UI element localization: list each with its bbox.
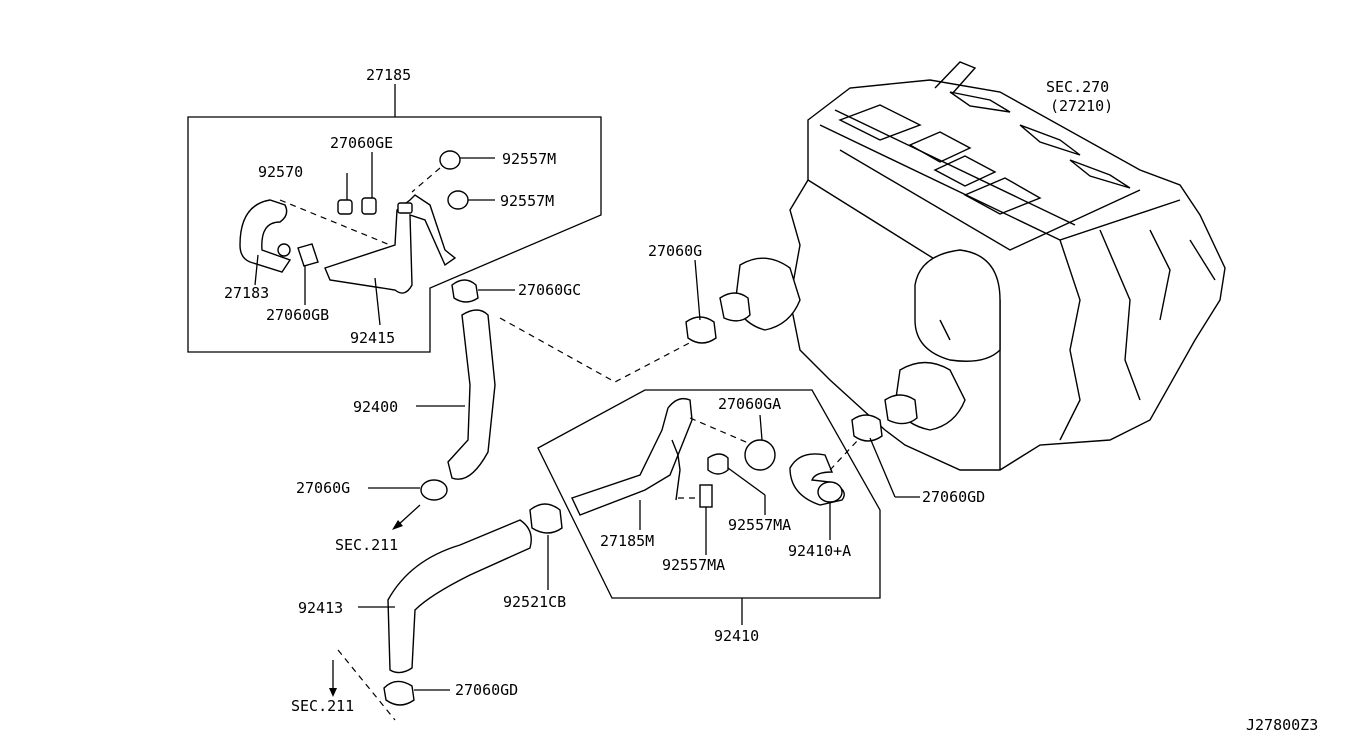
label-92557M-upper: 92557M	[502, 150, 556, 168]
label-27185M: 27185M	[600, 532, 654, 550]
hose-27183	[239, 199, 292, 273]
label-sec211-upper: SEC.211	[335, 536, 398, 554]
clamp-27060GC	[451, 279, 479, 303]
grommet-92557MA-upper	[707, 453, 729, 475]
label-sec270: SEC.270	[1046, 78, 1109, 96]
label-92557MA-lower: 92557MA	[662, 556, 725, 574]
label-27060G-lower: 27060G	[296, 479, 350, 497]
label-92410: 92410	[714, 627, 759, 645]
heater-unit-drawing	[719, 61, 1226, 471]
grommet-92557M-lower	[447, 190, 469, 210]
label-27060GB: 27060GB	[266, 306, 329, 324]
clamp-92521CB	[529, 503, 563, 534]
clip-27060GE	[361, 197, 377, 215]
label-27185: 27185	[366, 66, 411, 84]
clamp-27060GD-right	[851, 414, 883, 442]
group-box-92410	[537, 389, 881, 599]
label-27060GD-right: 27060GD	[922, 488, 985, 506]
label-92557MA-upper: 92557MA	[728, 516, 791, 534]
clamp-27060GA	[744, 439, 776, 471]
hose-92415	[324, 194, 457, 294]
label-sec211-lower: SEC.211	[291, 697, 354, 715]
group-box-27185	[187, 116, 602, 353]
label-27060GE: 27060GE	[330, 134, 393, 152]
label-92400: 92400	[353, 398, 398, 416]
label-92415: 92415	[350, 329, 395, 347]
label-92521CB: 92521CB	[503, 593, 566, 611]
hose-92413	[387, 519, 532, 674]
label-27183: 27183	[224, 284, 269, 302]
diagram-code: J27800Z3	[1246, 716, 1318, 734]
hose-92400	[447, 309, 496, 480]
clamp-27060GB	[297, 243, 319, 267]
label-27210: (27210)	[1050, 97, 1113, 115]
label-27060GC: 27060GC	[518, 281, 581, 299]
label-27060GA: 27060GA	[718, 395, 781, 413]
label-92557M-lower: 92557M	[500, 192, 554, 210]
clamp-27060G-upper	[685, 316, 717, 344]
clamp-27060GD-bottom	[383, 680, 415, 706]
grommet-92557MA-lower	[699, 484, 713, 508]
pipe-27185M	[571, 397, 693, 516]
connector-27185	[397, 202, 413, 214]
hose-end-27183	[277, 243, 291, 257]
label-92410A: 92410+A	[788, 542, 851, 560]
label-27060GD-bottom: 27060GD	[455, 681, 518, 699]
label-27060G-upper: 27060G	[648, 242, 702, 260]
clamp-27060G-lower	[420, 479, 448, 501]
label-92413: 92413	[298, 599, 343, 617]
label-92570: 92570	[258, 163, 303, 181]
plug-92570	[337, 199, 353, 215]
grommet-92557M-upper	[439, 150, 461, 170]
